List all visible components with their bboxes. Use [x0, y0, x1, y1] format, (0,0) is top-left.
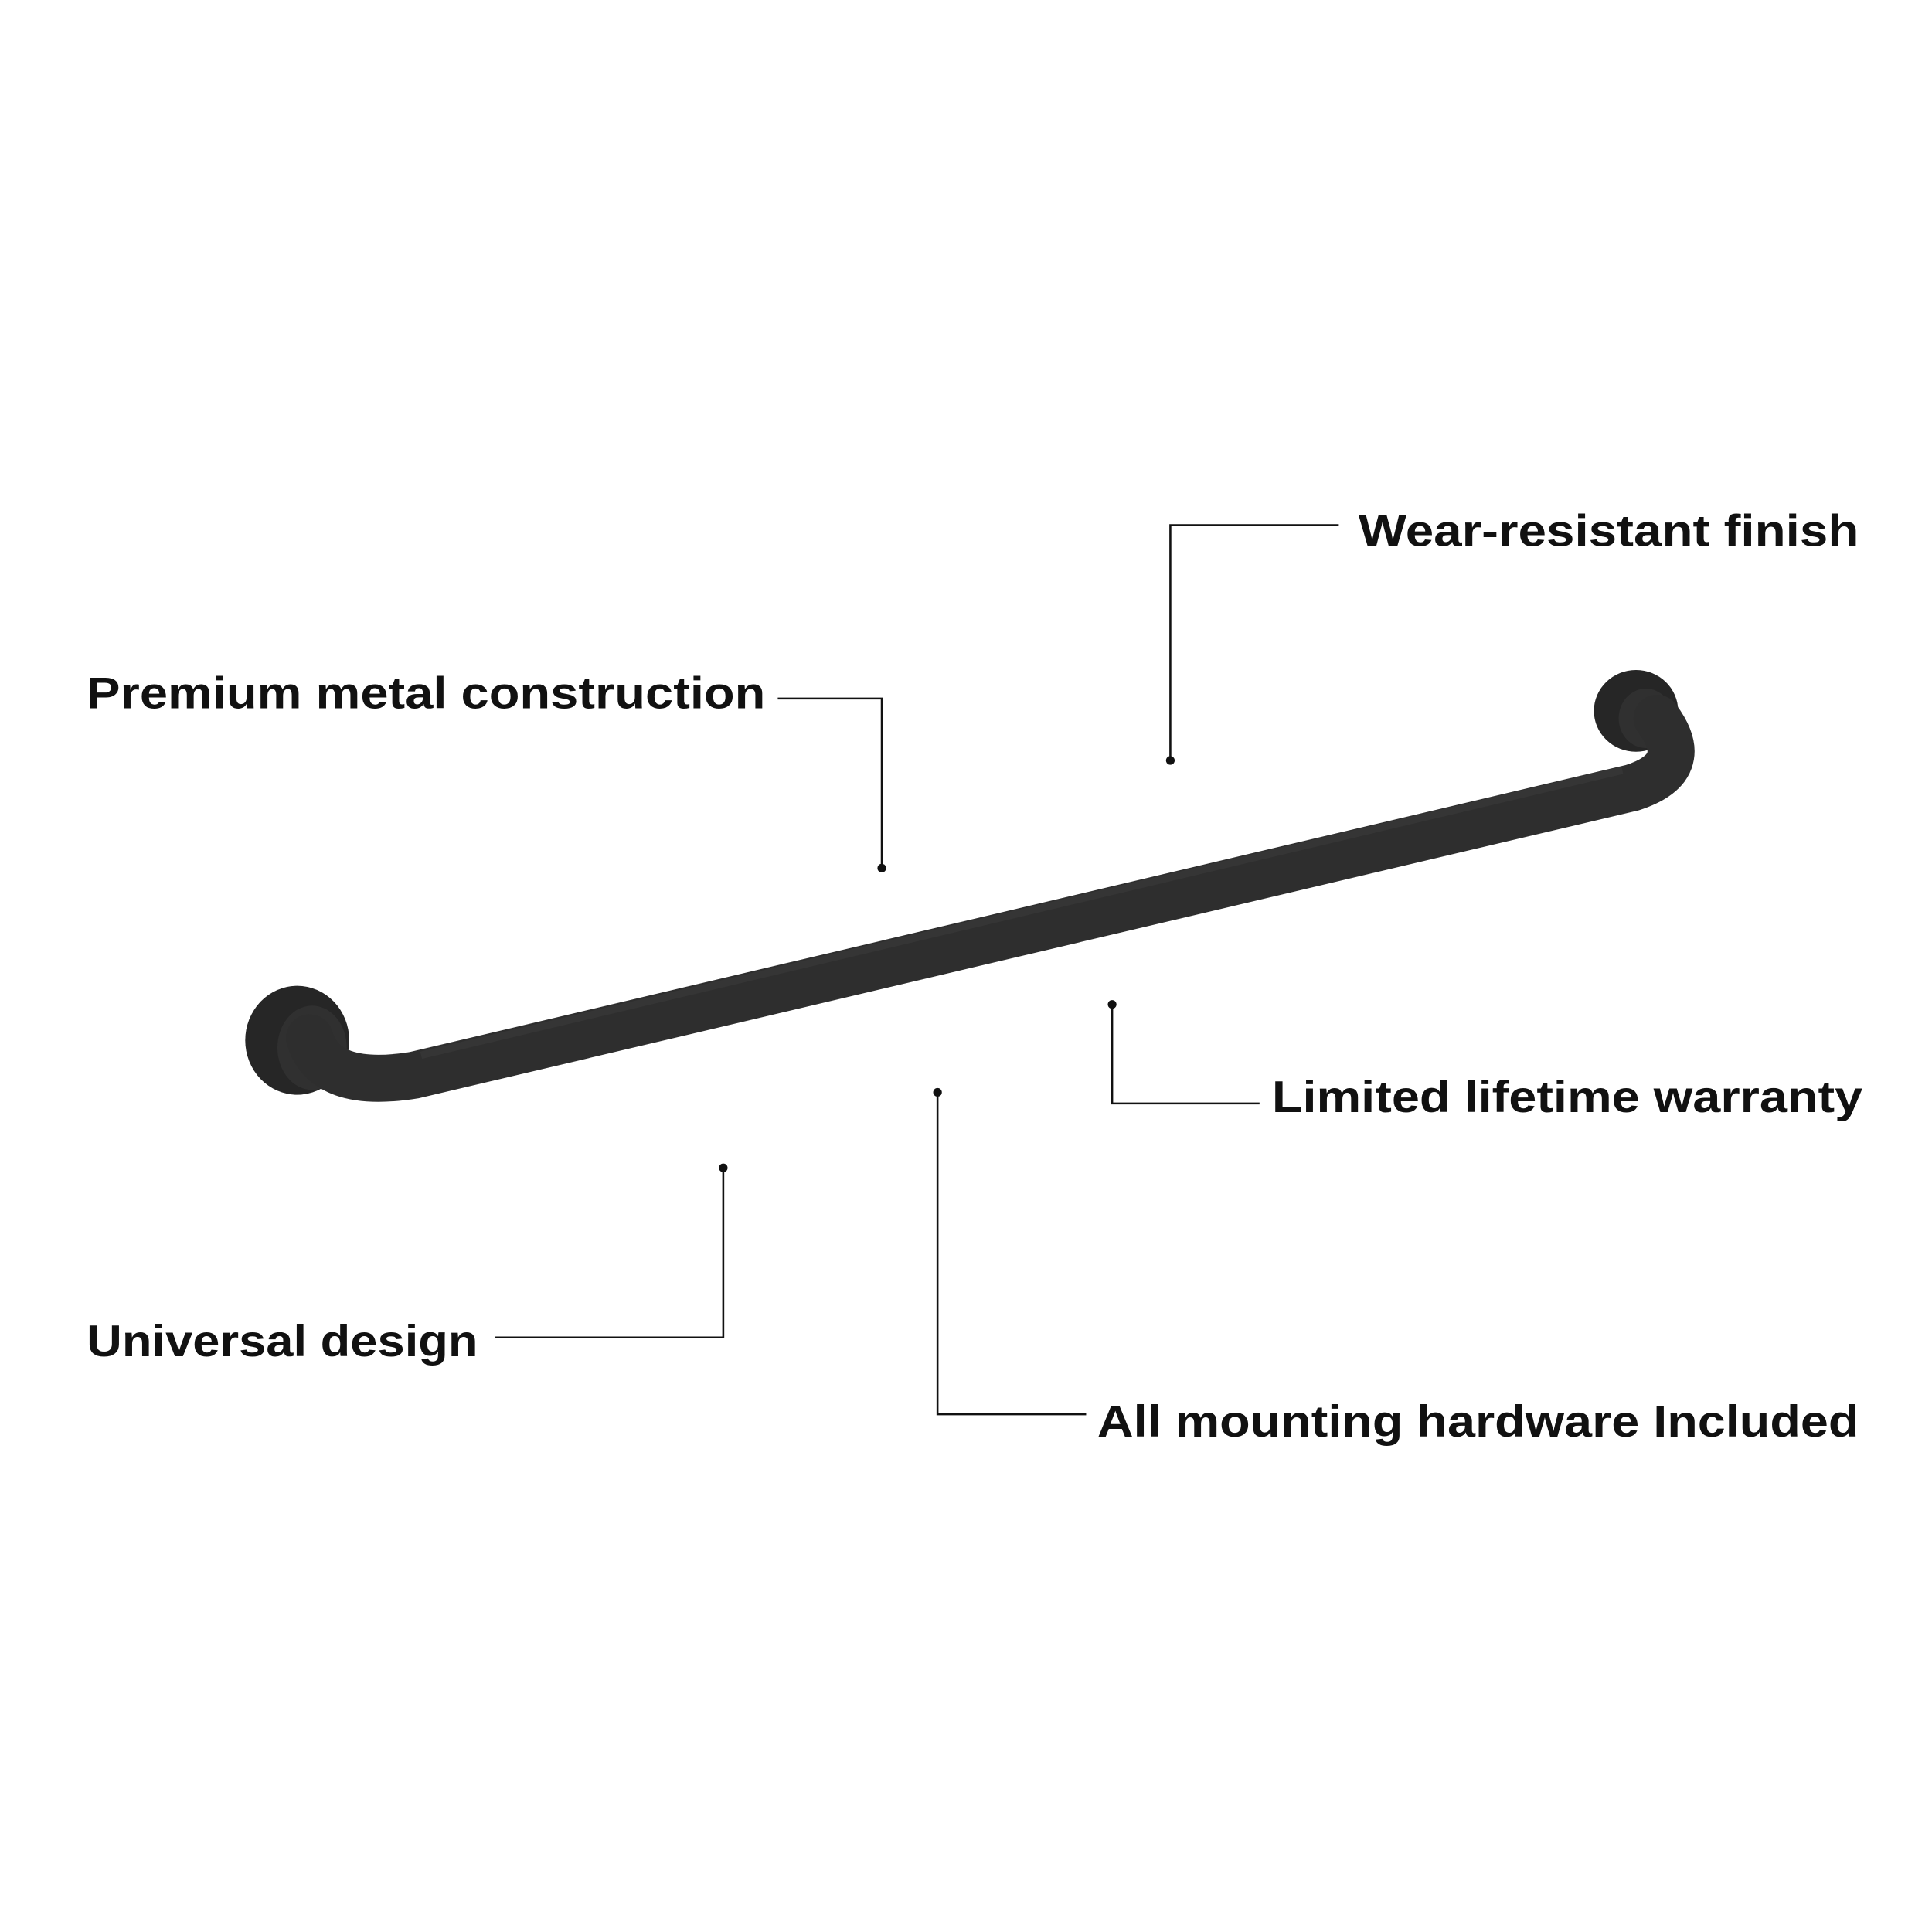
leader-dot [877, 863, 886, 873]
leader-dot [933, 1087, 942, 1097]
callout-mounting-hardware: All mounting hardware Included [933, 1087, 1859, 1447]
callout-label: Limited lifetime warranty [1272, 1073, 1862, 1122]
grab-bar-tube [286, 695, 1695, 1102]
tube-highlight [420, 767, 1624, 1060]
callout-label: Universal design [87, 1317, 478, 1366]
leader-line [495, 1168, 725, 1339]
callout-label: Premium metal construction [87, 669, 765, 719]
leader-line [1169, 524, 1339, 760]
leader-dot [1107, 1000, 1117, 1009]
leader-dot [1165, 756, 1175, 765]
callout-label: Wear-resistant finish [1359, 507, 1859, 556]
leader-dot [719, 1163, 728, 1172]
leader-line [777, 697, 883, 869]
leader-line [1111, 1004, 1260, 1105]
callout-wear-resistant: Wear-resistant finish [1165, 507, 1859, 765]
callout-premium-metal: Premium metal construction [87, 669, 886, 873]
callout-warranty: Limited lifetime warranty [1107, 1000, 1862, 1122]
callout-label: All mounting hardware Included [1097, 1397, 1859, 1447]
grab-bar-image [245, 669, 1695, 1102]
leader-line [936, 1092, 1087, 1416]
callout-universal-design: Universal design [87, 1163, 728, 1366]
